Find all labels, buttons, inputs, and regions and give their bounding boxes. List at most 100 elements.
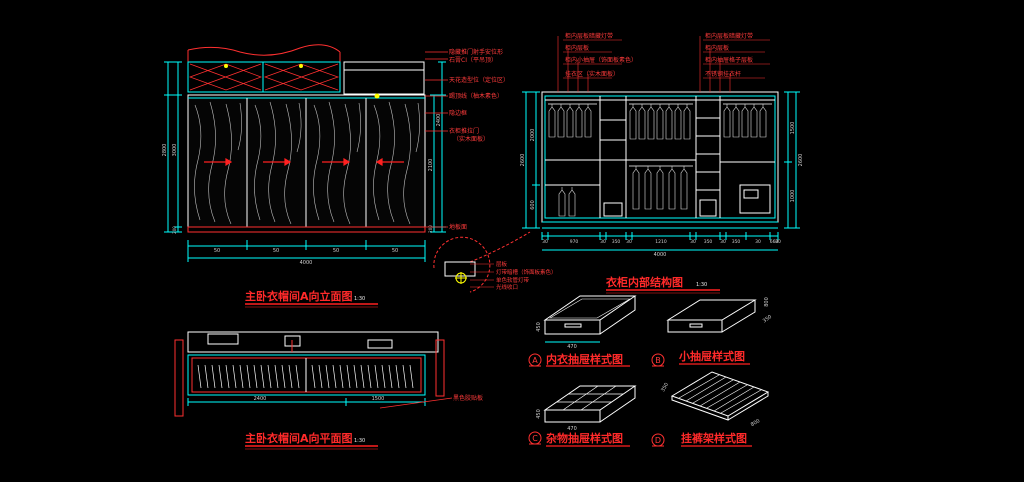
drawer-d-letter: D [655, 436, 661, 445]
hanging-garment [632, 166, 640, 210]
drawer-d-dim-1: 350 [660, 382, 670, 393]
hanging-garment [568, 187, 576, 217]
drawer-a-title: 内衣抽屉样式图 [546, 352, 623, 366]
struct-left-dim-2: 2000 [530, 129, 536, 142]
elev-right-dim-1: 2400 [436, 114, 442, 127]
struct-dim-label: 30 [720, 239, 726, 245]
hanging-garment [680, 166, 688, 210]
struct-label-left-4: 挂衣区（实木面板） [565, 70, 619, 78]
drawer-c-title: 杂物抽屉样式图 [546, 431, 623, 445]
hanging-garment [665, 104, 673, 140]
plan-title: 主卧衣帽间A向平面图 [245, 431, 353, 445]
struct-label-right-2: 柜内层板 [705, 44, 729, 52]
drawer-a-dim-2: 470 [567, 344, 577, 350]
hanging-garment [750, 104, 758, 138]
struct-label-right-4: 不锈钢挂衣杆 [705, 70, 741, 78]
hanging-garment [741, 104, 749, 138]
plan-view: 2400 1500 黑色胶贴板 主卧衣帽间A向平面图 1:30 [174, 331, 483, 450]
plan-dim-1: 2400 [254, 396, 267, 402]
hanging-garment [638, 104, 646, 140]
elev-callout-4: 踢顶线（柚木素色） [449, 92, 503, 100]
elevation-title: 主卧衣帽间A向立面图 [245, 289, 353, 303]
drawer-b-letter: B [655, 356, 661, 365]
struct-left-dim-1: 2600 [520, 154, 526, 167]
structure-scale: 1:30 [696, 282, 707, 288]
drawer-d-title: 挂裤架样式图 [681, 431, 747, 445]
struct-dim-label: 660 [770, 239, 779, 245]
hanging-garment [647, 104, 655, 140]
structure-title: 衣柜内部结构图 [606, 275, 683, 289]
hanging-garment [723, 104, 731, 138]
hanging-garment [584, 104, 592, 138]
hanging-garment [548, 104, 556, 138]
elev-left-dim-1: 2800 [162, 144, 168, 157]
hanging-garment [656, 166, 664, 210]
drawer-b: 350 800 B 小抽屉样式图 [651, 297, 773, 367]
hanging-garment [557, 104, 565, 138]
elev-left-dim-2: 3000 [172, 144, 178, 157]
struct-dim-label: 30 [775, 239, 781, 245]
struct-dim-label: 30 [600, 239, 606, 245]
hanging-garment [575, 104, 583, 138]
plan-scale: 1:30 [354, 438, 365, 444]
struct-dim-total: 4000 [654, 252, 667, 258]
hanging-garment [759, 104, 767, 138]
hanging-garment [674, 104, 682, 140]
elev-callout-7: （实木面板） [453, 135, 489, 143]
drawer-a-dim-1: 450 [536, 322, 542, 332]
drawer-a-letter: A [532, 356, 538, 365]
hanging-garment [629, 104, 637, 140]
elev-right-dim-3: 200 [428, 225, 433, 233]
struct-dim-label: 350 [612, 239, 621, 245]
struct-label-left-2: 柜内层板 [565, 44, 589, 52]
hanging-garment [732, 104, 740, 138]
elev-dim-1: 50 [214, 248, 220, 254]
detail-label-3: 单色软管灯带 [496, 276, 530, 284]
elev-dim-4: 50 [392, 248, 398, 254]
drawer-d: 350 800 D 挂裤架样式图 [651, 371, 770, 447]
struct-dim-label: 970 [570, 239, 579, 245]
struct-label-left-3: 柜内小抽屉（饰面板素色） [565, 56, 637, 64]
elevation-scale: 1:30 [354, 296, 365, 302]
drawer-c: 450 470 C 杂物抽屉样式图 [528, 385, 637, 447]
struct-dim-label: 30 [542, 239, 548, 245]
struct-dim-label: 1210 [655, 239, 667, 245]
struct-label-right-1: 柜内层板暗藏灯带 [705, 32, 753, 40]
elev-callout-3: 天花造型位（定位区） [449, 76, 509, 84]
hanging-garment [668, 166, 676, 210]
drawer-a: 450 470 A 内衣抽屉样式图 [528, 295, 637, 367]
detail-label-1: 层板 [496, 260, 508, 268]
struct-dim-label: 350 [732, 239, 741, 245]
elev-dim-3: 50 [333, 248, 339, 254]
struct-label-right-3: 柜内抽屉格子层板 [705, 56, 753, 64]
hanging-garment [683, 104, 691, 140]
drawer-c-letter: C [532, 434, 538, 443]
elev-callout-5: 隐边框 [449, 109, 467, 117]
elev-callout-6: 衣柜推拉门 [449, 127, 479, 135]
elevation-view: 50 50 50 50 4000 2800 3000 200 2400 2100… [162, 44, 509, 308]
elev-left-dim-3: 200 [172, 226, 177, 234]
struct-dim-label: 30 [690, 239, 696, 245]
detail-callout: 层板 灯带暗槽（饰面板素色） 单色软管灯带 光线收口 [433, 231, 557, 293]
elev-dim-2: 50 [273, 248, 279, 254]
struct-dim-label: 30 [626, 239, 632, 245]
struct-dim-label: 350 [704, 239, 713, 245]
detail-label-4: 光线收口 [496, 283, 518, 291]
drawer-b-title: 小抽屉样式图 [678, 349, 745, 363]
struct-left-dim-3: 600 [530, 200, 536, 210]
elev-callout-8: 地板面 [449, 223, 467, 231]
hanging-garment [566, 104, 574, 138]
drawer-b-dim-1: 350 [762, 314, 773, 324]
plan-dim-2: 1500 [372, 396, 385, 402]
elev-callout-2: 石膏CI（平吊顶） [449, 56, 497, 64]
hanging-garment [644, 166, 652, 210]
struct-right-dim-2: 1500 [790, 122, 796, 135]
hanging-garment [558, 187, 566, 217]
struct-label-left-1: 柜内层板暗藏灯带 [565, 32, 613, 40]
drawer-c-dim-1: 450 [536, 409, 542, 419]
struct-right-dim-1: 2600 [798, 154, 804, 167]
elev-dim-total: 4000 [300, 260, 313, 266]
detail-label-2: 灯带暗槽（饰面板素色） [496, 268, 557, 276]
